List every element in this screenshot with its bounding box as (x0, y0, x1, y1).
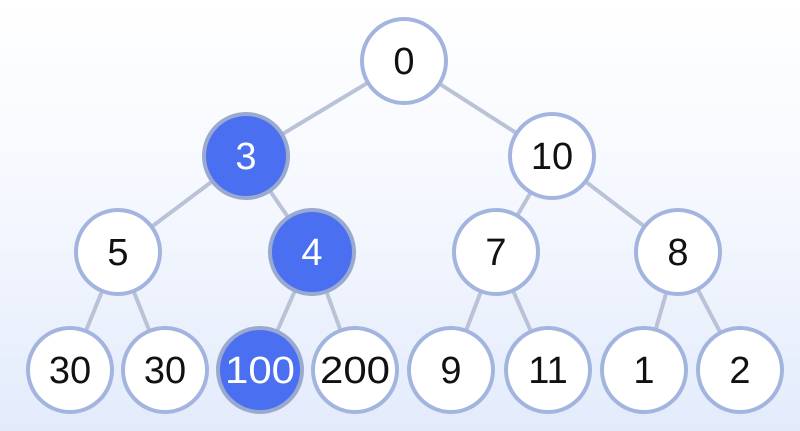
node-circle (360, 17, 448, 105)
node-circle (121, 326, 209, 414)
node-label: 30 (144, 350, 186, 392)
node-label: 3 (235, 136, 256, 178)
tree-node: 10 (508, 112, 596, 200)
node-label: 1 (633, 350, 654, 392)
tree-node: 0 (360, 17, 448, 105)
node-circle (216, 326, 304, 414)
tree-node: 11 (504, 326, 592, 414)
node-circle (311, 326, 399, 414)
node-circle (600, 326, 688, 414)
node-label: 30 (49, 350, 91, 392)
node-circle (504, 326, 592, 414)
node-label: 9 (440, 350, 461, 392)
tree-node: 8 (634, 208, 722, 296)
tree-node: 9 (407, 326, 495, 414)
node-label: 11 (528, 350, 567, 392)
node-circle (452, 208, 540, 296)
node-circle (74, 208, 162, 296)
tree-node: 5 (74, 208, 162, 296)
node-label: 10 (531, 136, 573, 178)
tree-node: 7 (452, 208, 540, 296)
node-label: 0 (393, 41, 414, 83)
tree-node: 2 (696, 326, 784, 414)
tree-node-highlighted: 100 (216, 326, 304, 414)
node-label: 100 (225, 350, 295, 392)
node-circle (26, 326, 114, 414)
tree-node-highlighted: 3 (202, 112, 290, 200)
node-circle (407, 326, 495, 414)
node-circle (508, 112, 596, 200)
node-circle (268, 208, 356, 296)
tree-node: 30 (121, 326, 209, 414)
node-label: 4 (301, 232, 322, 274)
node-label: 2 (729, 350, 750, 392)
node-label: 8 (667, 232, 688, 274)
tree-edges (68, 59, 742, 372)
node-circle (202, 112, 290, 200)
tree-node-highlighted: 4 (268, 208, 356, 296)
tree-node: 30 (26, 326, 114, 414)
node-circle (634, 208, 722, 296)
node-label: 5 (107, 232, 128, 274)
node-label: 7 (485, 232, 506, 274)
tree-node: 1 (600, 326, 688, 414)
node-circle (696, 326, 784, 414)
tree-node: 200 (311, 326, 399, 414)
node-label: 200 (320, 350, 390, 392)
